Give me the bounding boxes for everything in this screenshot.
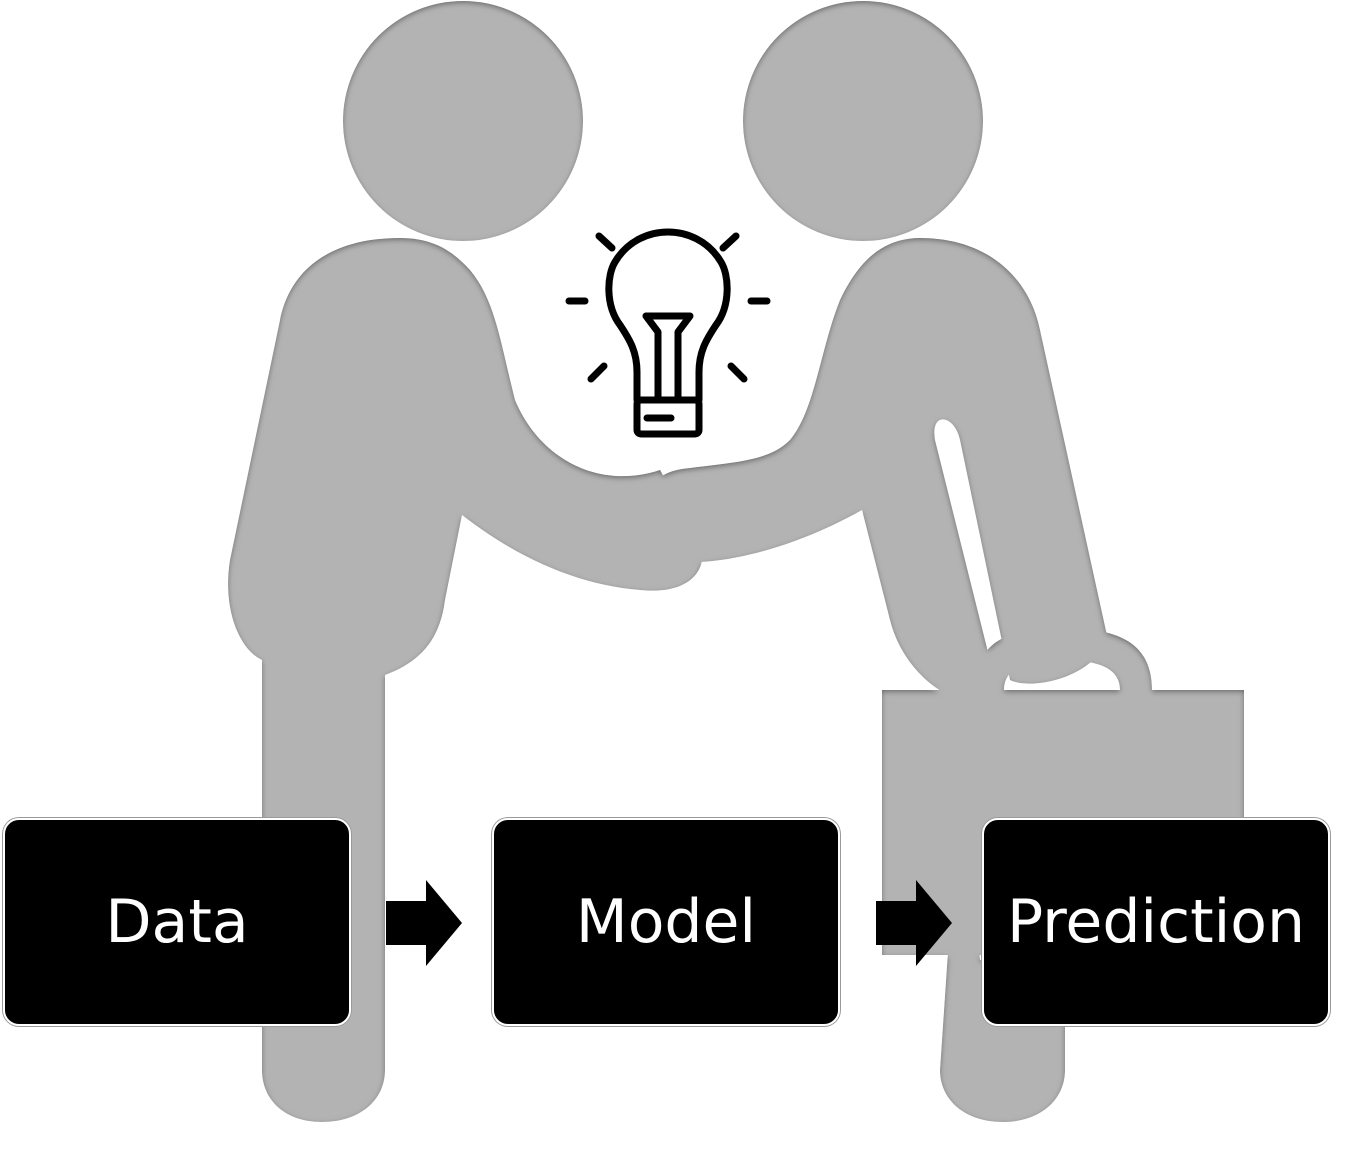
model-box: Model (492, 818, 840, 1026)
data-label: Data (105, 887, 249, 957)
prediction-box: Prediction (982, 818, 1330, 1026)
prediction-label: Prediction (1006, 887, 1306, 957)
arrow-right-icon (876, 880, 952, 966)
data-box: Data (3, 818, 351, 1026)
model-label: Model (575, 887, 757, 957)
arrow-right-icon (386, 880, 462, 966)
right-person-icon (644, 1, 1108, 1122)
lightbulb-icon (565, 228, 771, 438)
